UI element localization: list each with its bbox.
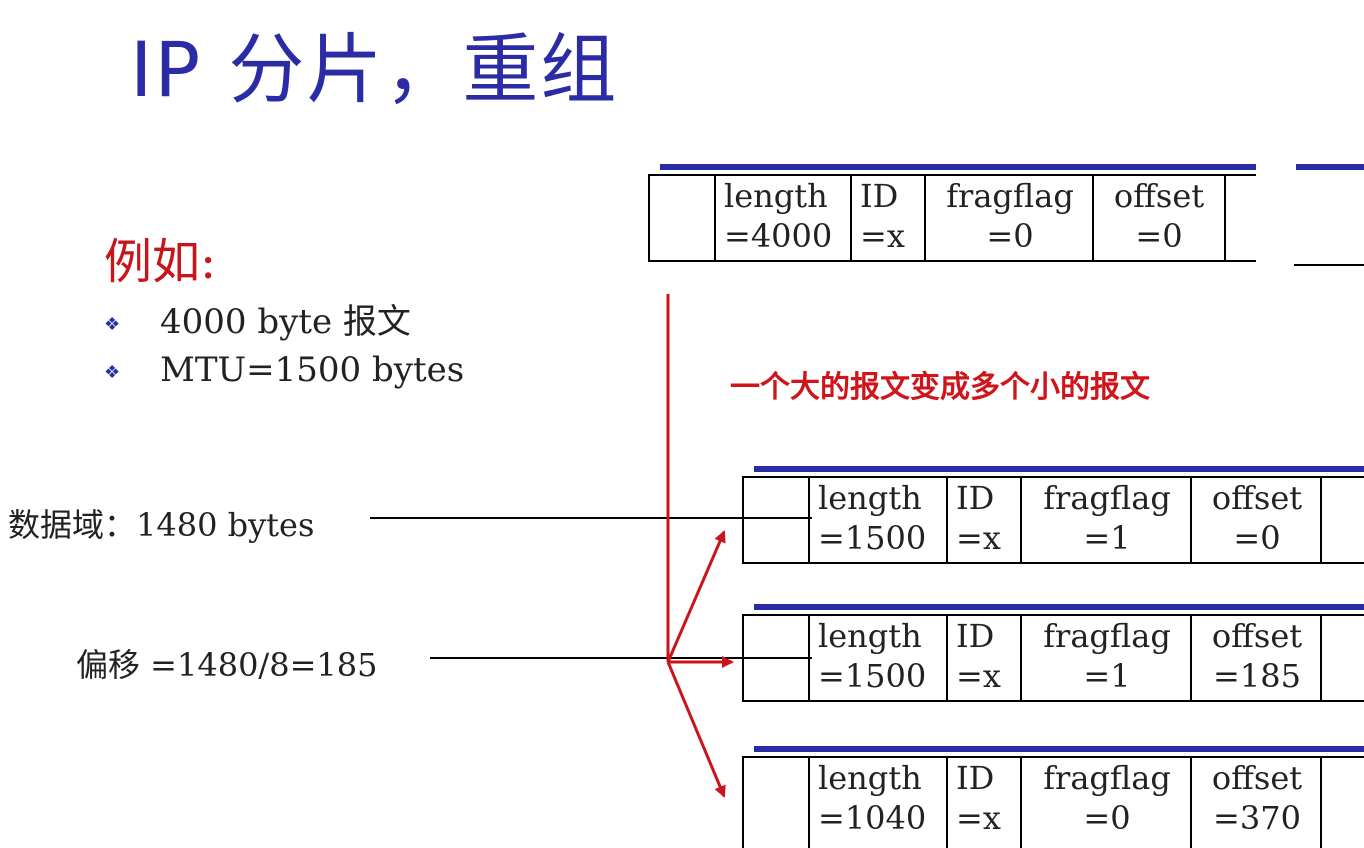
fragment-3-header: length=1040 ID=x fragflag=0 offset=370 xyxy=(742,746,1364,848)
arrow-to-fragment-1 xyxy=(666,530,726,663)
header-top-bar xyxy=(660,164,1256,170)
id-cell: ID=x xyxy=(946,478,1022,562)
fragflag-cell: fragflag=0 xyxy=(924,176,1094,260)
fragment-1-header: length=1500 ID=x fragflag=1 offset=0 xyxy=(742,466,1364,564)
fragflag-cell: fragflag=1 xyxy=(1020,616,1192,700)
header-top-bar xyxy=(1296,164,1364,170)
diamond-bullet-icon: ❖ xyxy=(104,313,121,335)
offset-cell: offset=0 xyxy=(1190,478,1322,562)
arrow-to-fragment-3 xyxy=(666,661,726,798)
bullet-item-message-size: ❖ 4000 byte 报文 xyxy=(104,294,411,343)
cell-divider xyxy=(1320,478,1322,562)
cell-divider xyxy=(1320,758,1322,848)
bullet-item-mtu: ❖ MTU=1500 bytes xyxy=(104,350,464,390)
id-cell: ID=x xyxy=(946,616,1022,700)
offset-cell: offset=370 xyxy=(1190,758,1322,848)
fragflag-cell: fragflag=1 xyxy=(1020,478,1192,562)
header-body: length=4000 ID=x fragflag=0 offset=0 xyxy=(648,174,1256,262)
original-datagram-header: length=4000 ID=x fragflag=0 offset=0 xyxy=(648,164,1256,262)
offset-note: 偏移 =1480/8=185 xyxy=(76,646,378,684)
length-cell: length=1500 xyxy=(808,478,946,562)
id-cell: ID=x xyxy=(850,176,926,260)
fragflag-cell: fragflag=0 xyxy=(1020,758,1192,848)
cell-divider xyxy=(1224,176,1226,260)
bullet-text: MTU=1500 bytes xyxy=(160,350,465,390)
header-top-bar xyxy=(754,746,1364,752)
id-cell: ID=x xyxy=(946,758,1022,848)
header-top-bar xyxy=(754,466,1364,472)
header-top-bar xyxy=(754,604,1364,610)
header-body: length=1500 ID=x fragflag=1 offset=0 xyxy=(742,476,1364,564)
cell-divider xyxy=(1320,616,1322,700)
header-body: length=1040 ID=x fragflag=0 offset=370 xyxy=(742,756,1364,848)
diamond-bullet-icon: ❖ xyxy=(104,361,121,383)
header-bottom-line xyxy=(1294,264,1364,266)
data-field-note: 数据域：1480 bytes xyxy=(8,506,315,544)
length-cell: length=4000 xyxy=(714,176,852,260)
fragmentation-caption: 一个大的报文变成多个小的报文 xyxy=(730,370,1150,405)
fragment-2-header: length=1500 ID=x fragflag=1 offset=185 xyxy=(742,604,1364,702)
example-label: 例如: xyxy=(104,234,217,290)
header-body: length=1500 ID=x fragflag=1 offset=185 xyxy=(742,614,1364,702)
bullet-text: 4000 byte 报文 xyxy=(160,302,411,342)
offset-cell: offset=0 xyxy=(1092,176,1224,260)
length-cell: length=1500 xyxy=(808,616,946,700)
page-title: IP 分片，重组 xyxy=(130,25,619,114)
length-cell: length=1040 xyxy=(808,758,946,848)
offset-cell: offset=185 xyxy=(1190,616,1322,700)
